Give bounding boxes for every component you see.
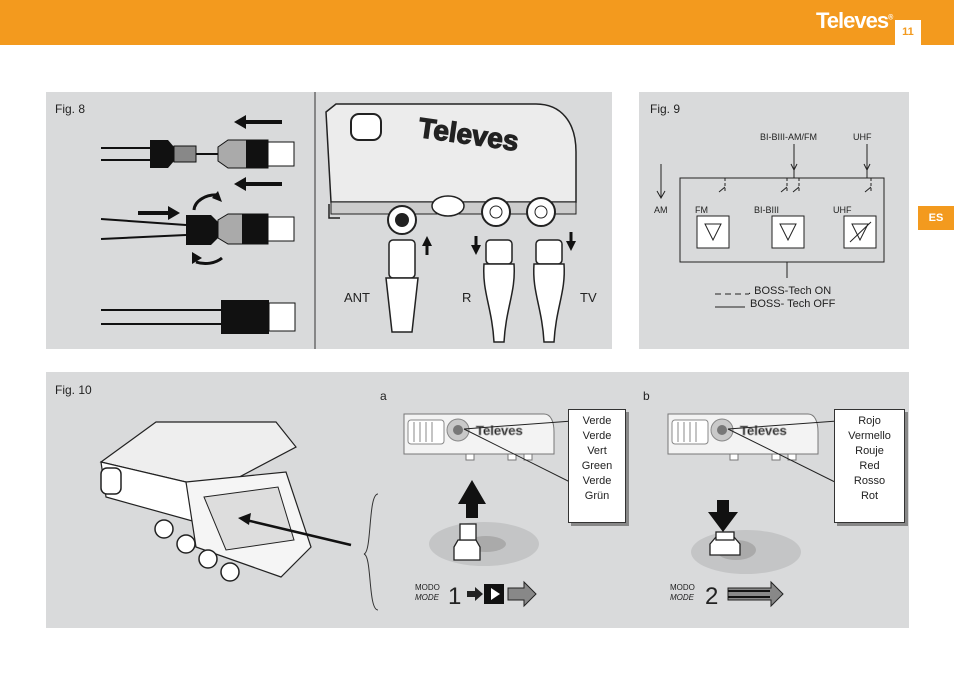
step-a-device-logo: Televes (476, 423, 523, 438)
tv-cable (532, 232, 576, 343)
legend-boss-off: BOSS- Tech OFF (750, 298, 836, 310)
step-a-modo: MODO (415, 583, 440, 592)
header-bar (0, 0, 954, 45)
color-item: Green (581, 460, 613, 472)
figure-10-drawing: Televes MODO MODE 1 Televes (99, 413, 852, 611)
filter-label-fm: FM (695, 205, 708, 215)
filter-label-uhf: UHF (833, 205, 852, 215)
color-item: Grün (584, 490, 610, 502)
step-b-modo: MODO (670, 583, 695, 592)
color-item: Red (859, 460, 880, 472)
step-b-label: b (643, 389, 650, 403)
step-b-device-logo: Televes (740, 423, 787, 438)
color-item: Verde (582, 475, 612, 487)
figure-8-label: Fig. 8 (55, 102, 86, 116)
filter-label-bi-biii: BI-BIII (754, 205, 779, 215)
port-label-r: R (462, 290, 471, 305)
input-label-uhf: UHF (853, 132, 872, 142)
step-a-device: Televes (403, 413, 587, 491)
coax-connector-step-3 (101, 300, 296, 334)
figure-9-panel: Fig. 9 BI-BIII-AM/FM UHF AM FM BI-BIII U… (639, 92, 909, 349)
color-item: Vert (587, 445, 607, 457)
step-b-number: 2 (705, 583, 718, 610)
input-label-bi-biii-am-fm: BI-BIII-AM/FM (760, 132, 817, 142)
page-number: 11 (895, 20, 921, 45)
port-label-tv: TV (580, 290, 597, 305)
coax-connector-step-2 (100, 191, 295, 266)
amplifier-device: Televes (325, 103, 577, 235)
language-tab[interactable]: ES (918, 206, 954, 230)
color-item: Rosso (853, 475, 886, 487)
color-item: Rot (860, 490, 879, 502)
legend-boss-on: . BOSS-Tech ON (748, 285, 831, 297)
step-b-mode: MODE (670, 593, 695, 602)
brand-logo: Televes® (816, 8, 893, 33)
color-item: Vermello (848, 430, 891, 442)
step-a-label: a (380, 389, 387, 403)
step-a-number: 1 (448, 583, 461, 610)
figure-8-drawing: Televes A (100, 92, 597, 349)
ant-cable (385, 236, 432, 333)
status-colors-list-a: Verde Verde Vert Green Verde Grün (568, 409, 626, 523)
color-item: Verde (582, 415, 612, 427)
figure-9-label: Fig. 9 (650, 102, 681, 116)
color-item: Rojo (858, 415, 881, 427)
step-b-device: Televes (667, 413, 852, 491)
coax-connector-step-1 (101, 115, 295, 191)
figure-8-panel: Fig. 8 (46, 92, 612, 349)
status-colors-list-b: Rojo Vermello Rouje Red Rosso Rot (834, 409, 905, 523)
figure-10-label: Fig. 10 (55, 383, 92, 397)
port-label-ant: ANT (344, 290, 370, 305)
color-item: Rouje (855, 445, 884, 457)
color-item: Verde (582, 430, 612, 442)
step-a-mode: MODE (415, 593, 440, 602)
input-label-am: AM (654, 205, 668, 215)
r-cable (471, 236, 516, 343)
figure-10-panel: Fig. 10 a b Televe (46, 372, 909, 628)
figure-9-schematic: BI-BIII-AM/FM UHF AM FM BI-BIII UHF (654, 132, 885, 310)
opened-amplifier (99, 421, 352, 582)
